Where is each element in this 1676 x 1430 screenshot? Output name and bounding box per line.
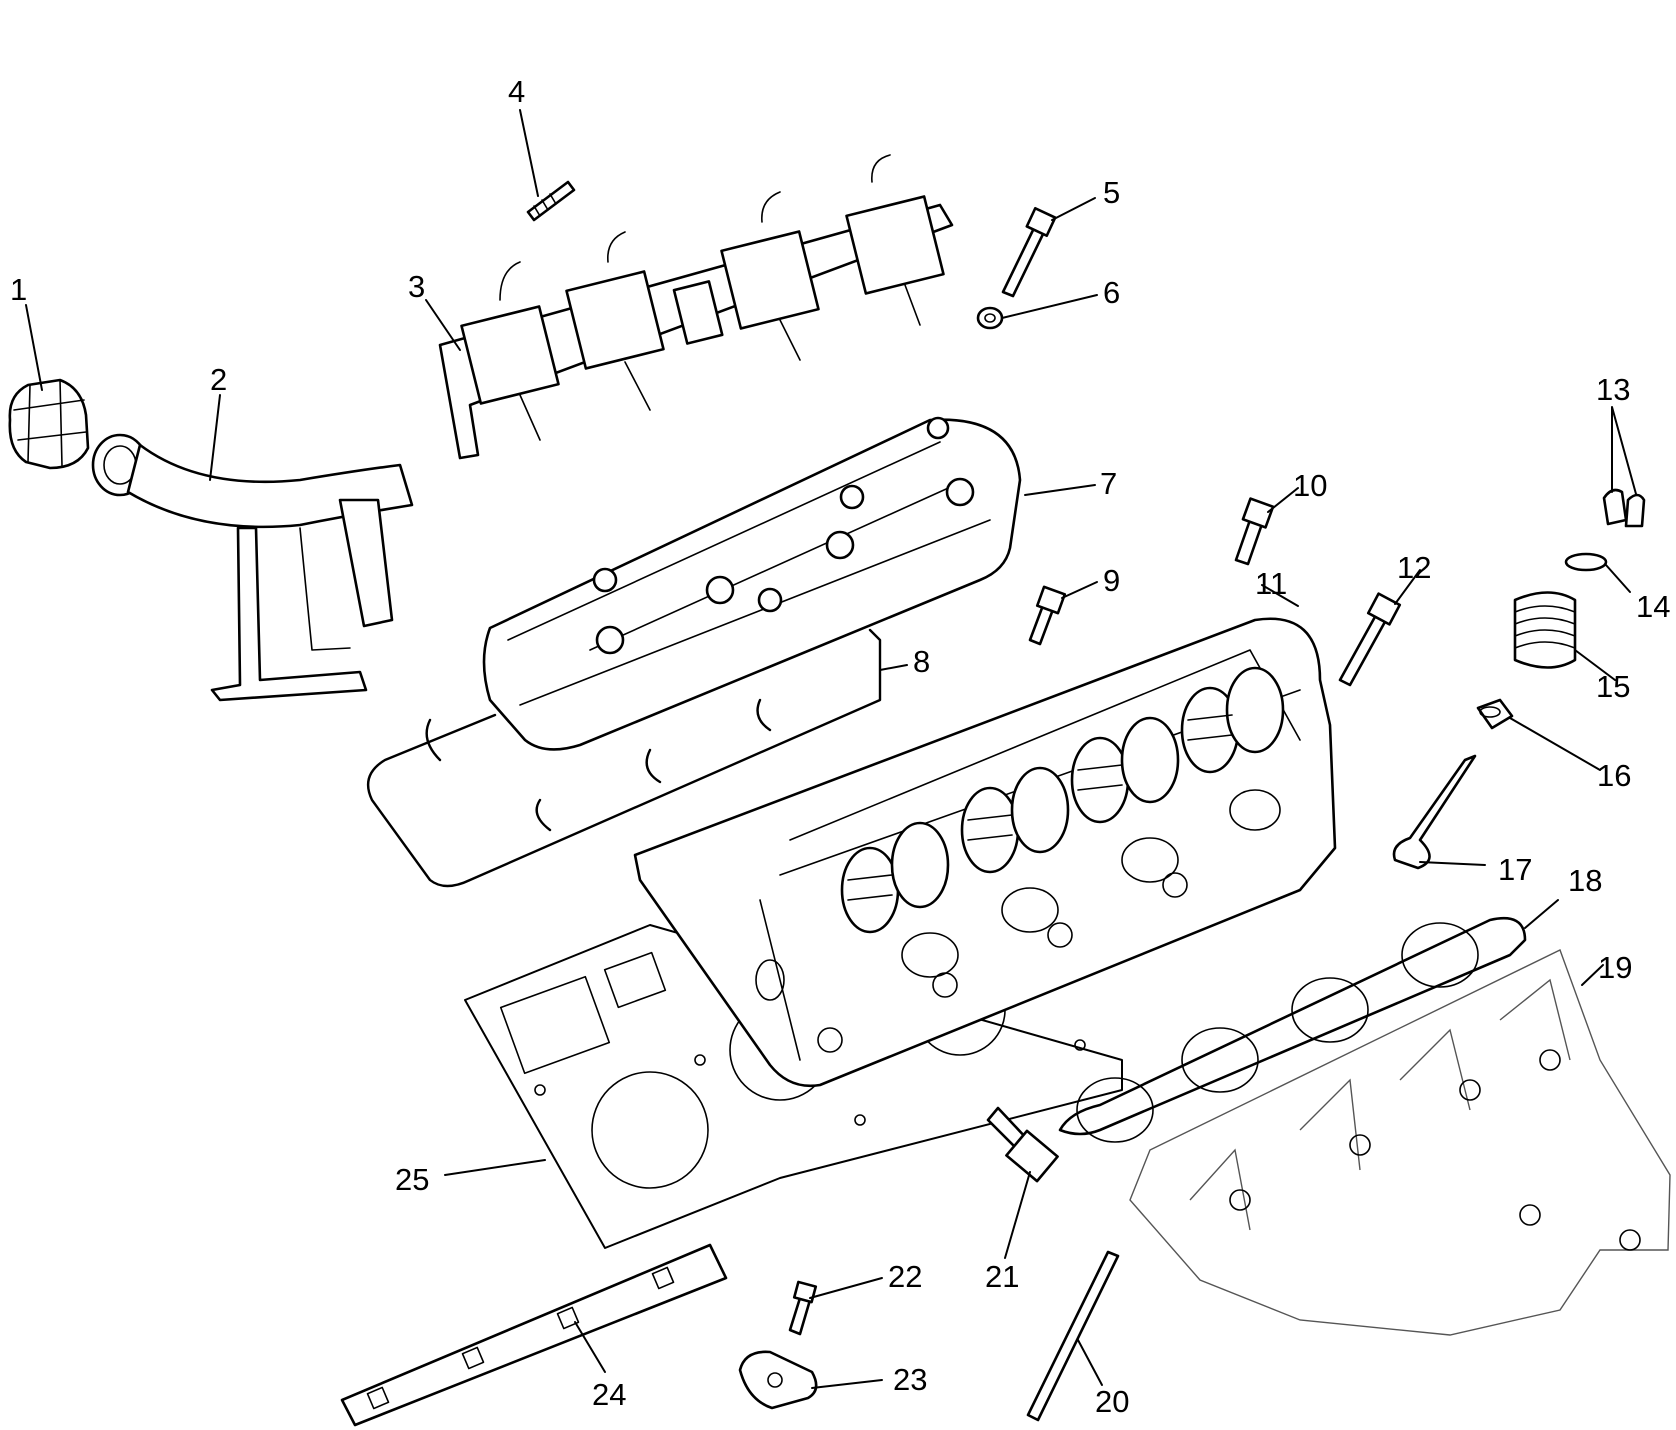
part-valve-rocker-cover (482, 416, 1022, 751)
part-pushrod (1026, 1250, 1120, 1422)
callout-5: 5 (1103, 175, 1120, 210)
part-bolt-5 (1001, 206, 1057, 298)
callout-4: 4 (508, 74, 525, 109)
callout-21: 21 (985, 1259, 1019, 1294)
part-exhaust-manifold-gasket (1058, 916, 1527, 1143)
part-valve-stem-seal (1476, 698, 1514, 730)
part-rocker-arm-support (340, 1243, 728, 1427)
callout-11: 11 (1255, 566, 1287, 601)
part-valve-cover-gasket (367, 628, 882, 888)
callout-labels: 1 2 3 4 5 6 7 8 9 10 11 12 13 14 15 16 1… (10, 74, 1670, 1419)
leader-lines (25, 109, 1637, 1389)
callout-15: 15 (1596, 669, 1630, 704)
callout-8: 8 (913, 644, 930, 679)
part-coil-bracket-bolt (526, 180, 576, 222)
part-bolt-22 (788, 1280, 818, 1336)
part-valve (1392, 754, 1477, 870)
callout-2: 2 (210, 362, 227, 397)
callout-25: 25 (395, 1162, 429, 1197)
part-bolt-12 (1338, 592, 1402, 687)
callout-20: 20 (1095, 1384, 1129, 1419)
callout-22: 22 (888, 1259, 922, 1294)
callout-6: 6 (1103, 275, 1120, 310)
part-cylinder-head-gasket (464, 924, 1123, 1249)
part-bolt-9 (1028, 585, 1067, 646)
callout-17: 17 (1498, 852, 1532, 887)
part-exhaust-manifold (1129, 949, 1671, 1336)
part-valve-spring-cap (1564, 552, 1608, 572)
part-grommet-6 (976, 306, 1004, 330)
part-coolant-temperature-sensor (986, 1106, 1059, 1183)
callout-24: 24 (592, 1377, 626, 1412)
callout-10: 10 (1293, 468, 1327, 503)
part-oil-fill-tube (91, 433, 414, 702)
callout-9: 9 (1103, 563, 1120, 598)
callout-14: 14 (1636, 589, 1670, 624)
part-oil-fill-cap (8, 378, 90, 470)
callout-7: 7 (1100, 466, 1117, 501)
callout-1: 1 (10, 272, 27, 307)
callout-18: 18 (1568, 863, 1602, 898)
part-rocker-arm (738, 1350, 818, 1410)
callout-12: 12 (1397, 550, 1431, 585)
part-valve-spring (1513, 591, 1577, 669)
callout-3: 3 (408, 269, 425, 304)
callout-13: 13 (1596, 372, 1630, 407)
callout-19: 19 (1598, 950, 1632, 985)
part-valve-keepers (1602, 488, 1646, 528)
callout-23: 23 (893, 1362, 927, 1397)
callout-16: 16 (1597, 758, 1631, 793)
part-cylinder-head (633, 617, 1337, 1088)
part-bolt-10 (1234, 497, 1275, 566)
part-ignition-coil-assembly (438, 154, 954, 460)
